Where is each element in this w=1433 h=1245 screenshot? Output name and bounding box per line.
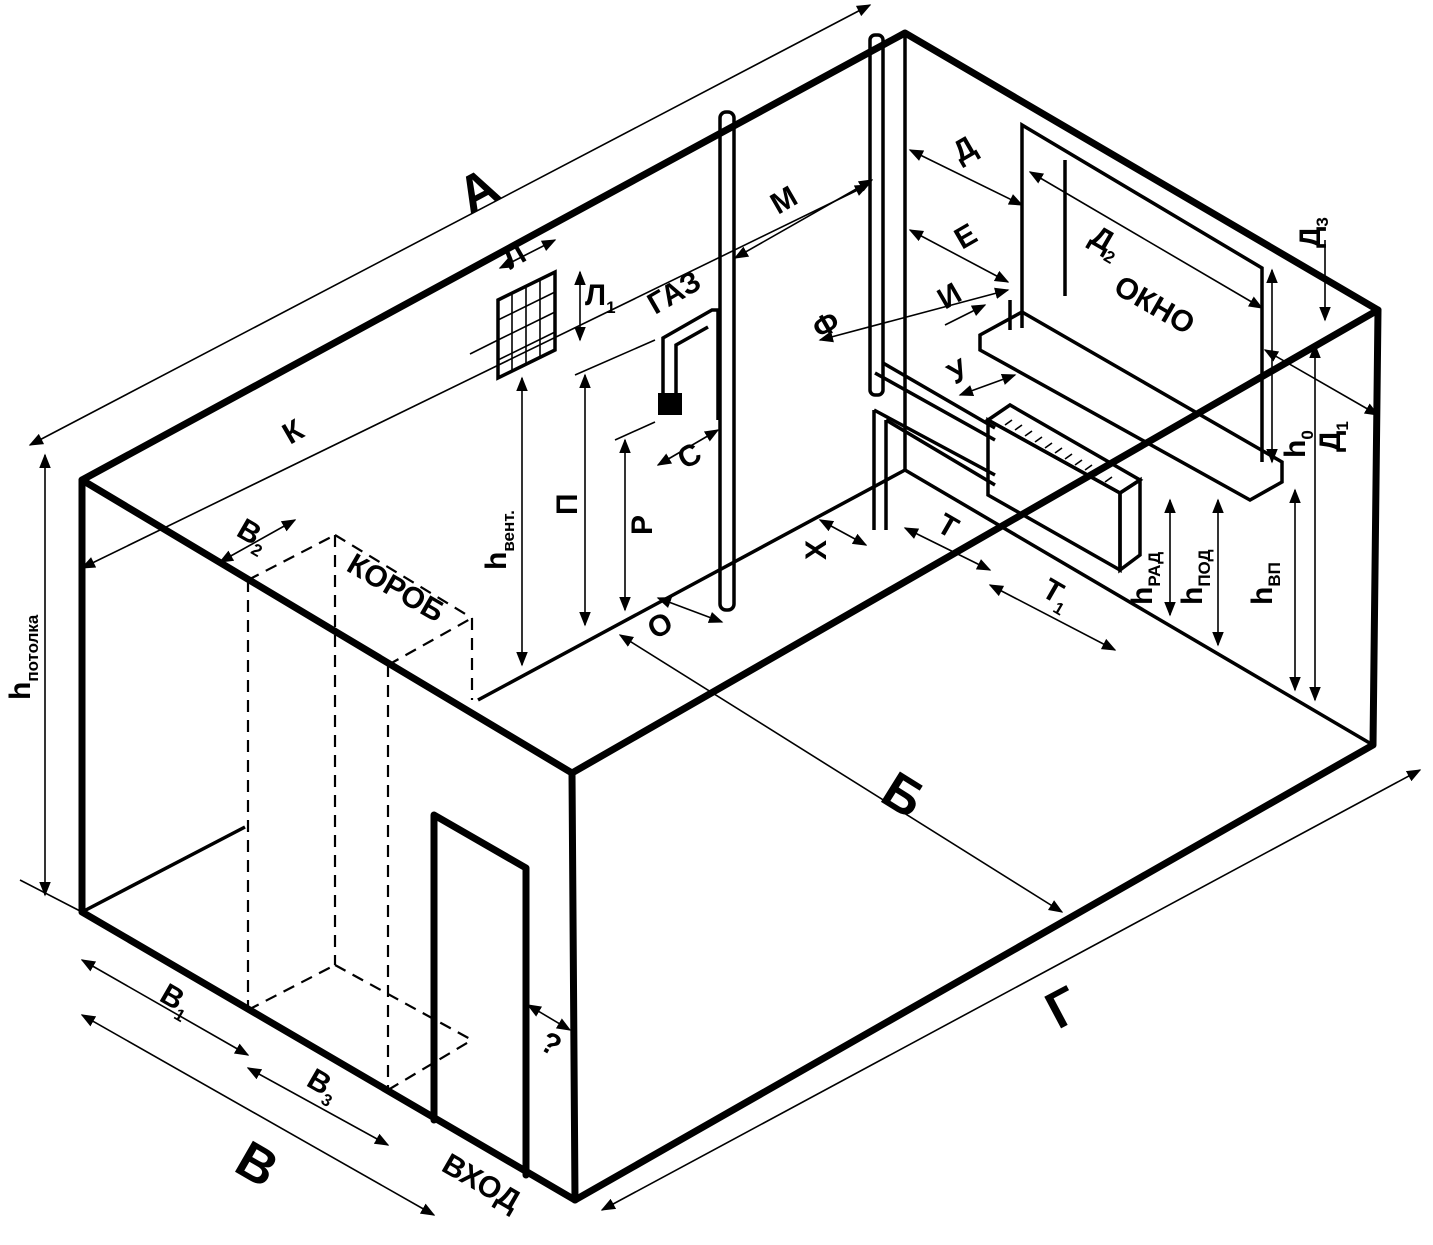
label-F: Ф — [807, 305, 846, 346]
window — [978, 121, 1284, 503]
label-h-pod: h — [1176, 587, 1209, 605]
svg-text:hпотолка: hпотолка — [4, 614, 42, 700]
label-h-vent: h — [480, 552, 513, 570]
label-R: Р — [626, 515, 659, 535]
svg-text:Л1: Л1 — [585, 279, 616, 317]
label-B: Б — [872, 761, 934, 830]
label-h-ceiling: h — [4, 682, 37, 700]
gas-meter-icon — [658, 393, 682, 415]
label-window: ОКНО — [1109, 269, 1201, 341]
label-box: КОРОБ — [342, 547, 450, 629]
label-O: О — [642, 606, 679, 646]
label-L: Л — [497, 237, 532, 276]
dimension-lines — [19, 4, 1422, 1216]
svg-text:В3: В3 — [299, 1062, 345, 1110]
label-h0-sub: 0 — [1298, 430, 1317, 439]
label-h-pod-sub: ПОД — [1195, 549, 1214, 586]
room-perimeter — [78, 29, 1382, 1204]
label-G: Г — [1036, 976, 1089, 1041]
label-D3: Д — [1294, 227, 1327, 248]
label-I: И — [932, 277, 967, 316]
label-h-rad-sub: РАД — [1145, 552, 1164, 587]
label-K: К — [277, 413, 310, 451]
label-T: Т — [932, 507, 964, 545]
label-h-rad: h — [1126, 587, 1159, 605]
label-L1: Л — [585, 279, 606, 312]
svg-text:Д1: Д1 — [1314, 421, 1352, 452]
svg-text:hвент.: hвент. — [480, 510, 518, 570]
label-D3-sub: 3 — [1313, 217, 1332, 226]
floor-left-edge — [477, 468, 906, 702]
svg-text:В1: В1 — [152, 977, 198, 1025]
room-outline — [78, 29, 1382, 1204]
svg-text:hПОД: hПОД — [1176, 549, 1214, 605]
labels: А Б В Г Д Е И Ф М К Л Л1 ГАЗ С О П Р Х Т… — [4, 130, 1352, 1218]
label-D: Д — [947, 130, 982, 169]
label-h0: h — [1279, 440, 1312, 458]
label-KH: Х — [800, 540, 833, 560]
label-h-vent-sub: вент. — [499, 510, 518, 552]
svg-text:hВП: hВП — [1246, 562, 1284, 605]
svg-text:Д3: Д3 — [1294, 217, 1332, 248]
front-corner-edge — [568, 769, 579, 1204]
label-E: Е — [949, 217, 983, 256]
floor-right-edge — [904, 468, 1374, 747]
floor-left-corner-edge — [81, 825, 246, 914]
label-question: ? — [535, 1025, 567, 1063]
radiator — [984, 402, 1144, 574]
vent-grille — [496, 269, 557, 381]
label-U: У — [942, 353, 975, 391]
label-D1-sub: 1 — [1333, 421, 1352, 430]
label-gas: ГАЗ — [642, 265, 707, 321]
svg-text:hРАД: hРАД — [1126, 552, 1164, 605]
label-h-ceiling-sub: потолка — [23, 614, 42, 682]
label-A: А — [448, 157, 508, 226]
label-V: В — [226, 1130, 288, 1199]
label-S: С — [672, 437, 707, 476]
label-h-vp-sub: ВП — [1265, 562, 1284, 587]
label-entrance: ВХОД — [437, 1147, 526, 1218]
label-M: М — [765, 180, 803, 221]
svg-text:Д2: Д2 — [1082, 219, 1128, 267]
label-h-vp: h — [1246, 587, 1279, 605]
svg-text:h0: h0 — [1279, 430, 1317, 458]
label-D1: Д — [1314, 431, 1347, 452]
entrance-door — [430, 811, 530, 1179]
svg-text:Т1: Т1 — [1034, 572, 1077, 619]
label-L1-sub: 1 — [606, 298, 615, 317]
label-P: П — [551, 493, 584, 515]
